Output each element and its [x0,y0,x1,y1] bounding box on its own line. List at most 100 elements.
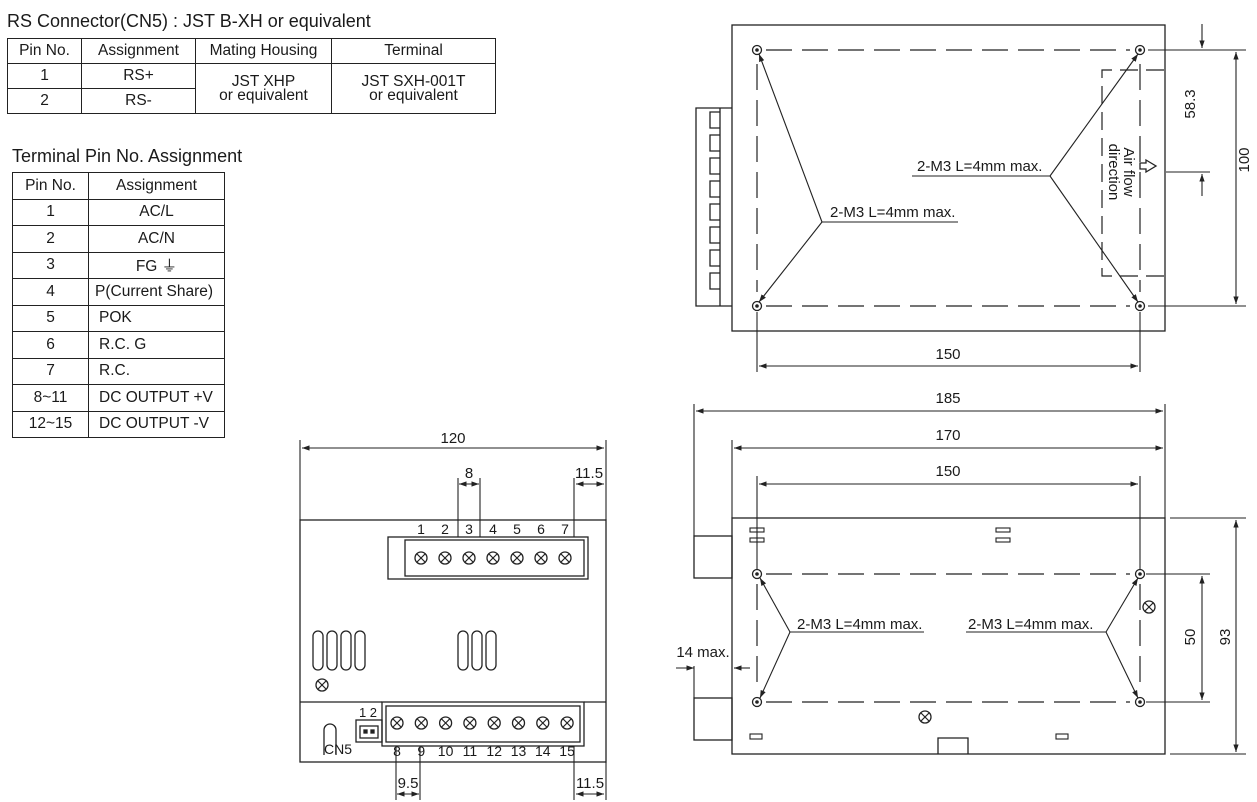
mating-housing-line: or equivalent [219,86,308,104]
terminal-line: or equivalent [369,86,458,104]
terminal-screw-icon [414,551,428,565]
column-header: Assignment [81,38,196,64]
side-case-outline [731,517,1166,755]
terminal-pin-number: 1 [417,521,425,537]
terminal-screw-icon [463,716,477,730]
side-notch [937,737,969,754]
terminal-screw-icon [511,716,526,730]
cn5-connector [355,719,383,743]
front-panel-outline [299,519,607,763]
terminal-pin-number: 10 [438,743,454,759]
mating-housing-line: JST XHP [231,72,296,90]
side-leaders [759,577,1139,699]
column-header: Pin No. [7,38,82,64]
side-mount-label-left: 2-M3 L=4mm max. [797,616,922,633]
terminal-pin-number: 6 [537,521,545,537]
rs-connector-table: Pin No. Assignment Mating Housing Termin… [7,38,496,114]
terminal-pin-number: 12 [486,743,502,759]
top-mount-label-right: 2-M3 L=4mm max. [917,158,1042,175]
column-header: Assignment [88,172,225,200]
dim-front-edge-bottom: 11.5 [576,775,604,792]
column-header: Terminal [331,38,496,64]
dim-top-150: 150 [935,346,960,363]
dim-side-93: 93 [1217,629,1234,646]
pin-cell: 1 [12,198,89,226]
terminal-cell: JST SXH-001T or equivalent [331,63,496,114]
top-leaders [758,53,1139,303]
table-row: 1 RS+ JST XHP or equivalent JST SXH-001T… [7,63,496,114]
assignment-cell: AC/N [88,225,225,253]
terminal-assignment-title: Terminal Pin No. Assignment [12,146,243,166]
top-inner-dashed [756,49,1141,307]
table-row: 2 RS- [7,88,496,114]
terminal-pin-number: 15 [559,743,575,759]
terminal-screw-icon [462,551,476,565]
terminal-pin-number: 7 [561,521,569,537]
dim-side-150: 150 [935,463,960,480]
terminal-screw-icon [558,551,572,565]
dim-side-185: 185 [935,390,960,407]
assignment-cell: R.C. [88,357,225,385]
terminal-screw-icon [486,551,500,565]
dim-side-14max: 14 max. [676,644,729,661]
terminal-pin-number: 2 [441,521,449,537]
assignment-cell: DC OUTPUT -V [88,410,225,438]
top-terminal-block [387,536,589,580]
terminal-side-upper [693,535,733,579]
terminal-pin-number: 9 [417,743,425,759]
terminal-screw-icon [560,716,574,730]
table-header-row: Pin No. Assignment [12,172,225,200]
assignment-cell: DC OUTPUT +V [88,384,225,412]
side-inner-dashed [756,573,1141,703]
pin-cell: 6 [12,331,89,359]
dim-front-pitch-top: 8 [465,465,473,482]
terminal-screw-icon [438,551,452,565]
bottom-terminal-block [381,701,585,747]
terminal-side-lower [693,697,733,741]
airflow-label: Air flow [1120,147,1137,196]
column-header: Pin No. [12,172,89,200]
terminal-screw-icon [414,716,428,730]
terminal-side-profile [709,108,721,306]
dim-side-170: 170 [935,427,960,444]
dim-top-100: 100 [1236,147,1253,172]
terminal-pin-number: 13 [511,743,527,759]
side-mount-label-right: 2-M3 L=4mm max. [968,616,1093,633]
assignment-cell: AC/L [88,198,225,226]
dim-front-edge-top: 11.5 [575,465,603,482]
top-case-outline [731,24,1166,332]
airflow-arrow-icon [1139,158,1158,174]
terminal-pin-number: 11 [463,743,478,759]
terminal-screw-icon [536,716,550,730]
terminal-pin-number: 4 [489,521,497,537]
pot-icon [315,678,329,692]
terminal-line: JST SXH-001T [361,72,466,90]
assignment-cell: POK [88,304,225,332]
dim-front-width: 120 [440,430,465,447]
top-mount-holes [751,44,1146,312]
vent-slots-left [312,630,366,671]
cn5-label: CN5 [324,741,352,757]
dim-side-50: 50 [1182,629,1199,646]
top-view [695,24,1166,332]
airflow-region [1101,69,1164,277]
terminal-screw-icon [390,716,404,730]
terminal-pin-number: 14 [535,743,551,759]
terminal-pin-number: 3 [465,521,473,537]
terminal-screw-icon [487,716,501,730]
top-mount-label-left: 2-M3 L=4mm max. [830,204,955,221]
vent-slots-right [457,630,497,671]
assignment-cell: RS+ [81,63,196,89]
table-header-row: Pin No. Assignment Mating Housing Termin… [7,38,496,64]
side-vent-marks [749,527,1069,740]
assignment-cell: RS- [81,88,196,114]
cn5-pin-labels: 1 2 [359,705,377,720]
